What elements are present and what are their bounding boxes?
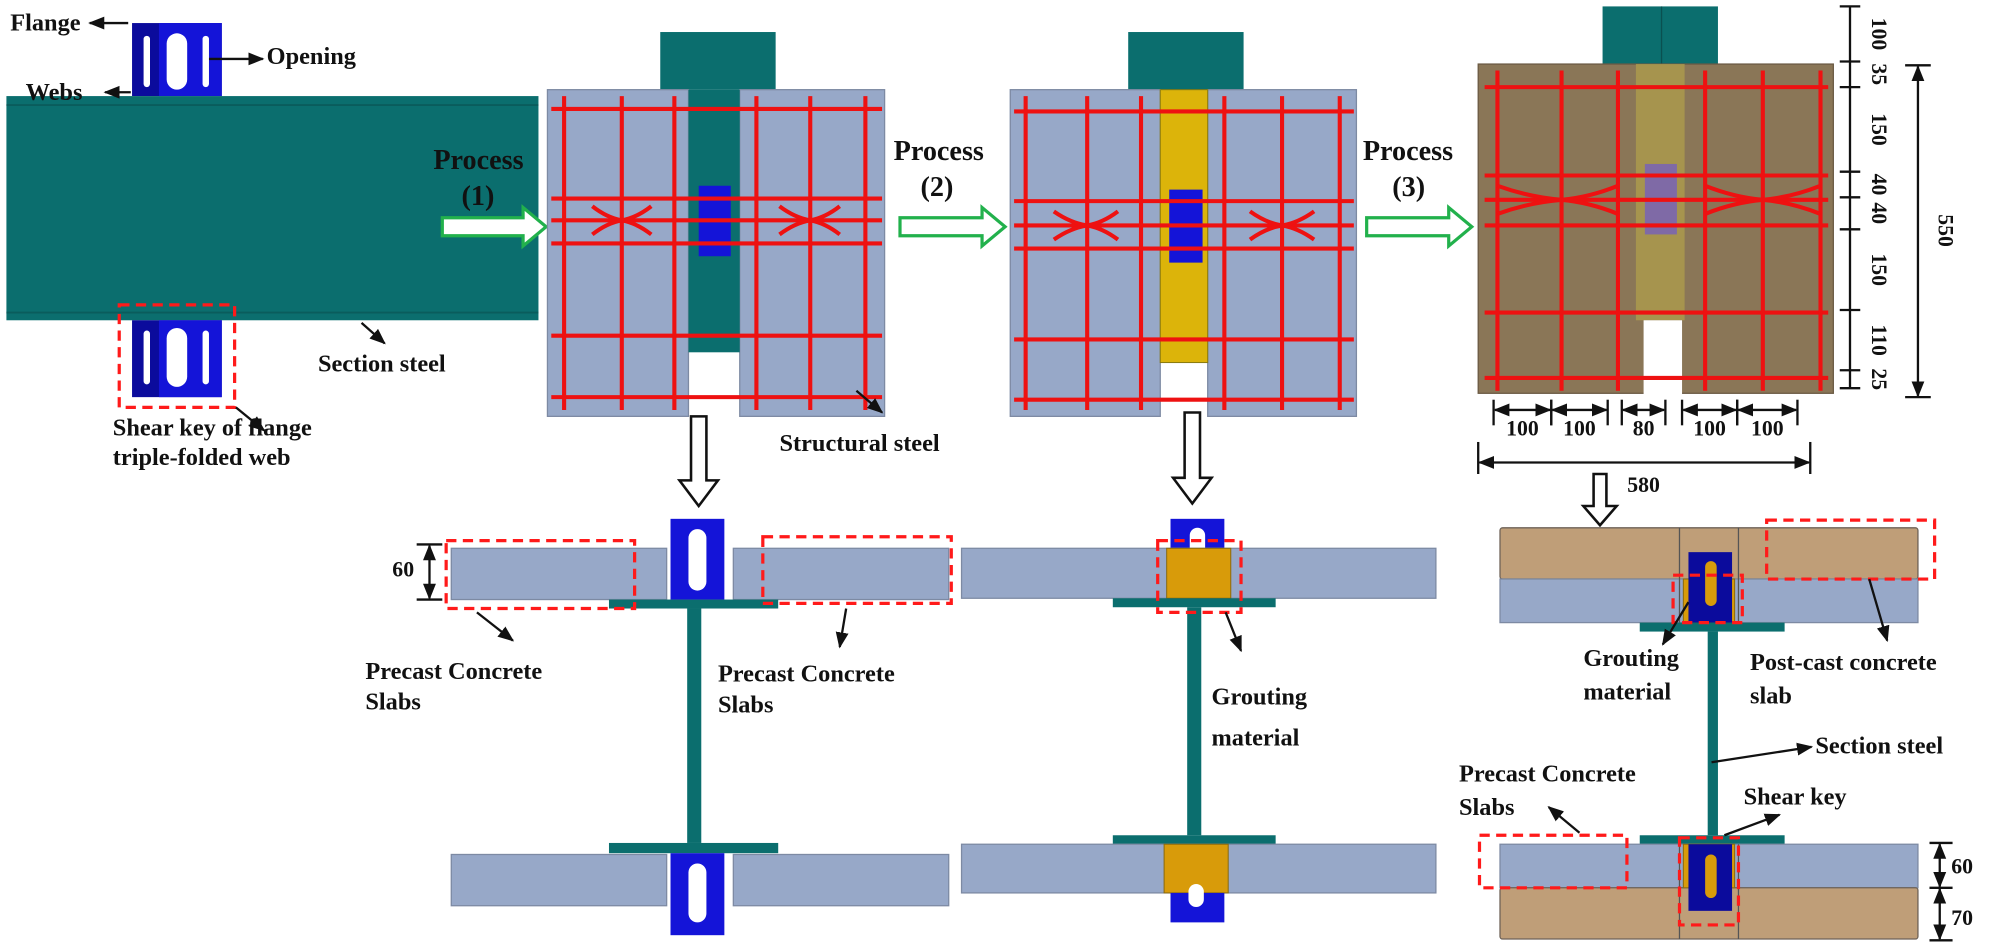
- shear-key-bottom: [132, 320, 222, 398]
- horizontal-dimensions: 100 100 80 100 100 580: [1477, 399, 1812, 497]
- dimension-label: 100: [1751, 417, 1784, 441]
- dimension-label: 150: [1867, 253, 1891, 286]
- label-shear-key: Shear key: [1744, 784, 1847, 811]
- dimension-label: 100: [1506, 417, 1539, 441]
- arrow: [476, 611, 515, 642]
- rebar-grid: [1484, 70, 1829, 391]
- dimension-70: 70: [1951, 906, 1973, 930]
- label-grouting-material: Grouting: [1212, 684, 1308, 711]
- label-precast-slabs-left: Slabs: [365, 689, 420, 716]
- rebar-bend: [1561, 183, 1619, 216]
- rebar-bend: [1086, 209, 1120, 242]
- arrow: [1868, 578, 1890, 643]
- dimension-label: 80: [1633, 417, 1655, 441]
- down-arrow-icon: [1170, 411, 1215, 506]
- rebar-grid: [1014, 96, 1354, 410]
- highlight-box: [1671, 573, 1744, 625]
- label-precast-slabs-left: Precast Concrete: [365, 658, 542, 685]
- rebar-bend: [1762, 183, 1822, 216]
- label-precast-slabs: Slabs: [1459, 794, 1514, 821]
- arrow: [1661, 601, 1690, 646]
- arrow: [1723, 813, 1782, 837]
- label-section-steel: Section steel: [318, 351, 446, 378]
- dimension-580: 580: [1627, 473, 1660, 497]
- arrow: [360, 321, 386, 345]
- label-grouting-material: material: [1212, 725, 1300, 752]
- process-label: Process: [894, 136, 984, 167]
- process-number: (2): [921, 172, 954, 203]
- label-shear-key-2: triple-folded web: [113, 444, 291, 471]
- highlight-box: [1156, 539, 1243, 614]
- panel-c-section: Grouting material: [960, 518, 1437, 923]
- process-label: Process: [433, 145, 523, 176]
- vertical-dimensions: 100 35 150 40 40 150 110 25 550: [1839, 5, 1957, 399]
- panel-c-plan: [1009, 32, 1358, 417]
- label-grouting-material: Grouting: [1583, 645, 1679, 672]
- dimension-60: 60: [392, 557, 414, 581]
- right-arrow-icon: [1365, 204, 1475, 250]
- label-post-cast-slab: slab: [1750, 682, 1792, 709]
- dimension-label: 110: [1867, 324, 1891, 356]
- panel-b-plan: Structural steel: [546, 32, 940, 457]
- label-precast-slabs: Precast Concrete: [1459, 760, 1636, 787]
- dimension-label: 100: [1563, 417, 1596, 441]
- section-steel-beam: [6, 96, 539, 321]
- label-section-steel: Section steel: [1815, 732, 1943, 759]
- highlight-box: [444, 539, 637, 611]
- rebar-grid: [551, 96, 883, 410]
- arrow: [855, 389, 884, 414]
- arrow: [1547, 806, 1581, 834]
- label-grouting-material: material: [1583, 678, 1671, 705]
- dimension-60: 60: [1951, 855, 1973, 879]
- dimension-label: 100: [1693, 417, 1726, 441]
- process-number: (1): [462, 181, 495, 212]
- dimension-label: 40: [1867, 174, 1891, 196]
- panel-b-section: 60 Precast Concrete Slabs Precast Concre…: [365, 518, 953, 936]
- dimension-550: 550: [1933, 214, 1957, 247]
- label-shear-key-1: Shear key of flange: [113, 415, 312, 442]
- dimension-label: 150: [1867, 113, 1891, 146]
- dimension-label: 35: [1867, 63, 1891, 85]
- label-precast-slabs-right: Precast Concrete: [718, 661, 895, 688]
- arrow: [1711, 742, 1814, 764]
- process-label: Process: [1363, 136, 1453, 167]
- arrow: [835, 608, 849, 649]
- label-structural-steel: Structural steel: [779, 430, 939, 457]
- rebar-bend: [809, 204, 842, 237]
- rebar-bend: [621, 204, 653, 237]
- arrow: [1224, 611, 1243, 653]
- highlight-box: [117, 303, 237, 409]
- highlight-box: [1765, 518, 1937, 581]
- process-number: (3): [1392, 172, 1425, 203]
- panel-a-section-steel: Flange Webs Opening Section steel Shear …: [6, 10, 539, 471]
- label-webs: Webs: [26, 79, 83, 106]
- right-arrow-icon: [898, 204, 1008, 250]
- process-1: Process (1): [433, 145, 549, 250]
- label-precast-slabs-right: Slabs: [718, 691, 773, 718]
- shear-key-top: [132, 23, 222, 97]
- highlight-box: [1677, 836, 1741, 927]
- down-arrow-icon: [1580, 472, 1620, 528]
- panel-d-section: Grouting material Post-cast concrete sla…: [1459, 518, 1973, 942]
- dimension-label: 100: [1867, 18, 1891, 51]
- rebar-bend: [1281, 209, 1316, 242]
- process-2: Process (2): [894, 136, 1008, 250]
- label-post-cast-slab: Post-cast concrete: [1750, 649, 1937, 676]
- highlight-box: [1477, 833, 1629, 890]
- arrow: [235, 406, 266, 432]
- right-arrow-icon: [440, 204, 549, 250]
- panel-d-plan: [1477, 6, 1834, 395]
- process-3: Process (3): [1363, 136, 1475, 250]
- label-opening: Opening: [267, 43, 356, 70]
- dimension-label: 40: [1867, 202, 1891, 224]
- dimension-label: 25: [1867, 368, 1891, 390]
- label-flange: Flange: [10, 10, 81, 37]
- down-arrow-icon: [676, 415, 721, 509]
